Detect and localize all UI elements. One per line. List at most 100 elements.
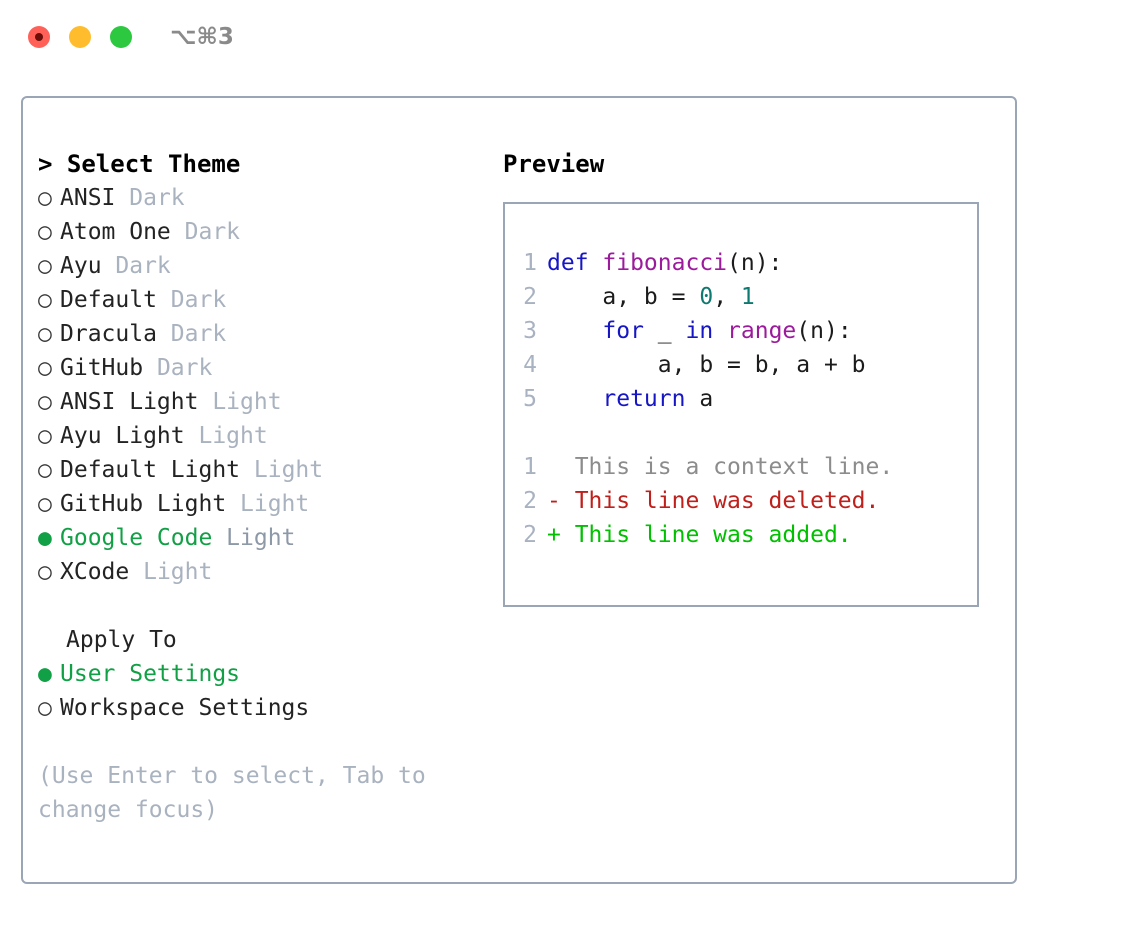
- code-token-kw: for: [602, 318, 644, 344]
- radio-unselected-icon: ○: [38, 457, 52, 483]
- theme-option-ansi[interactable]: ○ANSI Dark: [38, 181, 488, 215]
- minimize-window-button[interactable]: [69, 26, 91, 48]
- keyboard-shortcut-label: ⌥⌘3: [170, 24, 234, 50]
- code-token-plain: (n):: [727, 250, 783, 276]
- theme-variant-badge: Light: [212, 389, 282, 415]
- radio-unselected-icon: ○: [38, 253, 52, 279]
- diff-line-text: - This line was deleted.: [547, 488, 880, 514]
- preview-box: 1 def fibonacci(n): 2 a, b = 0, 1 3 for _ i…: [503, 202, 979, 607]
- code-line: 4 a, b = b, a + b: [511, 348, 973, 382]
- select-theme-header: > Select Theme: [38, 150, 241, 178]
- line-number: 3: [523, 318, 537, 344]
- theme-option-google-code[interactable]: ● Google Code Light: [38, 521, 488, 555]
- apply-to-option-label: User Settings: [60, 661, 241, 687]
- theme-option-ayu[interactable]: ○ Ayu Dark: [38, 249, 488, 283]
- line-number: 2: [523, 284, 537, 310]
- code-token-fn: fibonacci: [602, 250, 728, 276]
- radio-unselected-icon: ○: [38, 355, 52, 381]
- theme-picker-column: > Select Theme ○ANSI Dark○Atom One Dark○…: [38, 147, 488, 827]
- radio-unselected-icon: ○: [38, 389, 52, 415]
- theme-option-label: ANSI: [60, 185, 130, 211]
- theme-option-label: Ayu Light: [60, 423, 199, 449]
- code-line: 2 a, b = 0, 1: [511, 280, 973, 314]
- apply-to-option-workspace-settings[interactable]: ○ Workspace Settings: [38, 691, 488, 725]
- diff-line-del: 2 - This line was deleted.: [511, 484, 973, 518]
- code-token-plain: ,: [713, 284, 741, 310]
- main-panel: > Select Theme ○ANSI Dark○Atom One Dark○…: [21, 96, 1017, 884]
- panel-columns: > Select Theme ○ANSI Dark○Atom One Dark○…: [23, 98, 1015, 882]
- theme-option-ansi-light[interactable]: ○ ANSI Light Light: [38, 385, 488, 419]
- code-token-plain: a: [685, 386, 714, 412]
- line-number: 1: [523, 454, 537, 480]
- code-diff-separator: [511, 416, 973, 450]
- theme-option-label: GitHub: [60, 355, 157, 381]
- code-line: 5 return a: [511, 382, 973, 416]
- code-token-num: 1: [740, 284, 755, 310]
- theme-option-label: Ayu: [60, 253, 116, 279]
- code-token-plain: _: [643, 318, 686, 344]
- radio-unselected-icon: ○: [38, 695, 52, 721]
- maximize-window-button[interactable]: [110, 26, 132, 48]
- code-token-plain: [713, 318, 727, 344]
- theme-option-label: XCode: [60, 559, 144, 585]
- theme-option-label: Google Code: [60, 525, 227, 551]
- theme-option-default[interactable]: ○Default Dark: [38, 283, 488, 317]
- code-token-plain: [547, 318, 602, 344]
- title-bar: ⌥⌘3: [0, 0, 1140, 78]
- theme-variant-badge: Light: [240, 491, 310, 517]
- radio-unselected-icon: ○: [38, 559, 52, 585]
- theme-variant-badge: Light: [198, 423, 268, 449]
- code-token-fn: range: [727, 318, 797, 344]
- theme-variant-badge: Dark: [115, 253, 171, 279]
- keyboard-hint-text: (Use Enter to select, Tab to change focu…: [38, 763, 426, 823]
- radio-unselected-icon: ○: [38, 321, 52, 347]
- preview-header: Preview: [503, 150, 605, 178]
- line-number: 4: [523, 352, 537, 378]
- diff-line-text: + This line was added.: [547, 522, 852, 548]
- code-preview: 1 def fibonacci(n): 2 a, b = 0, 1 3 for _ i…: [511, 246, 973, 552]
- apply-to-option-user-settings[interactable]: ●User Settings: [38, 657, 488, 691]
- apply-to-option-label: Workspace Settings: [60, 695, 310, 721]
- line-number: 2: [523, 522, 537, 548]
- preview-column: Preview 1 def fibonacci(n): 2 a, b = 0, 1 3…: [503, 147, 1003, 607]
- theme-option-label: Default: [60, 287, 171, 313]
- theme-option-atom-one[interactable]: ○ Atom One Dark: [38, 215, 488, 249]
- theme-variant-badge: Dark: [156, 355, 213, 381]
- theme-option-ayu-light[interactable]: ○ Ayu Light Light: [38, 419, 488, 453]
- line-number: 2: [523, 488, 537, 514]
- theme-variant-badge: Dark: [184, 219, 241, 245]
- theme-option-github[interactable]: ○ GitHub Dark: [38, 351, 488, 385]
- theme-option-github-light[interactable]: ○ GitHub Light Light: [38, 487, 488, 521]
- code-token-kw: def: [547, 250, 603, 276]
- theme-variant-badge: Dark: [129, 185, 185, 211]
- line-number: 1: [523, 250, 537, 276]
- radio-unselected-icon: ○: [38, 287, 52, 313]
- code-token-kw: return: [602, 386, 686, 412]
- theme-variant-badge: Dark: [170, 321, 227, 347]
- code-token-kw: in: [685, 318, 714, 344]
- theme-option-default-light[interactable]: ○ Default Light Light: [38, 453, 488, 487]
- theme-option-label: Default Light: [60, 457, 254, 483]
- theme-option-xcode[interactable]: ○ XCode Light: [38, 555, 488, 589]
- theme-option-dracula[interactable]: ○Dracula Dark: [38, 317, 488, 351]
- radio-unselected-icon: ○: [38, 491, 52, 517]
- line-number: 5: [523, 386, 537, 412]
- theme-variant-badge: Light: [143, 559, 213, 585]
- theme-variant-badge: Light: [226, 525, 296, 551]
- radio-selected-icon: ●: [38, 525, 52, 551]
- apply-to-list[interactable]: ●User Settings ○ Workspace Settings: [38, 657, 488, 725]
- theme-option-label: Atom One: [60, 219, 185, 245]
- diff-line-text: This is a context line.: [547, 454, 894, 480]
- theme-option-label: GitHub Light: [60, 491, 241, 517]
- code-line: 1 def fibonacci(n):: [511, 246, 973, 280]
- code-token-plain: a, b =: [547, 284, 700, 310]
- radio-unselected-icon: ○: [38, 423, 52, 449]
- traffic-lights: [28, 26, 132, 48]
- section-spacer: [38, 589, 488, 623]
- code-token-plain: [547, 386, 602, 412]
- theme-list[interactable]: ○ANSI Dark○Atom One Dark○Ayu Dark○Defaul…: [38, 181, 488, 589]
- theme-variant-badge: Light: [253, 457, 324, 483]
- theme-option-label: ANSI Light: [60, 389, 213, 415]
- close-window-button[interactable]: [28, 26, 50, 48]
- radio-unselected-icon: ○: [38, 219, 52, 245]
